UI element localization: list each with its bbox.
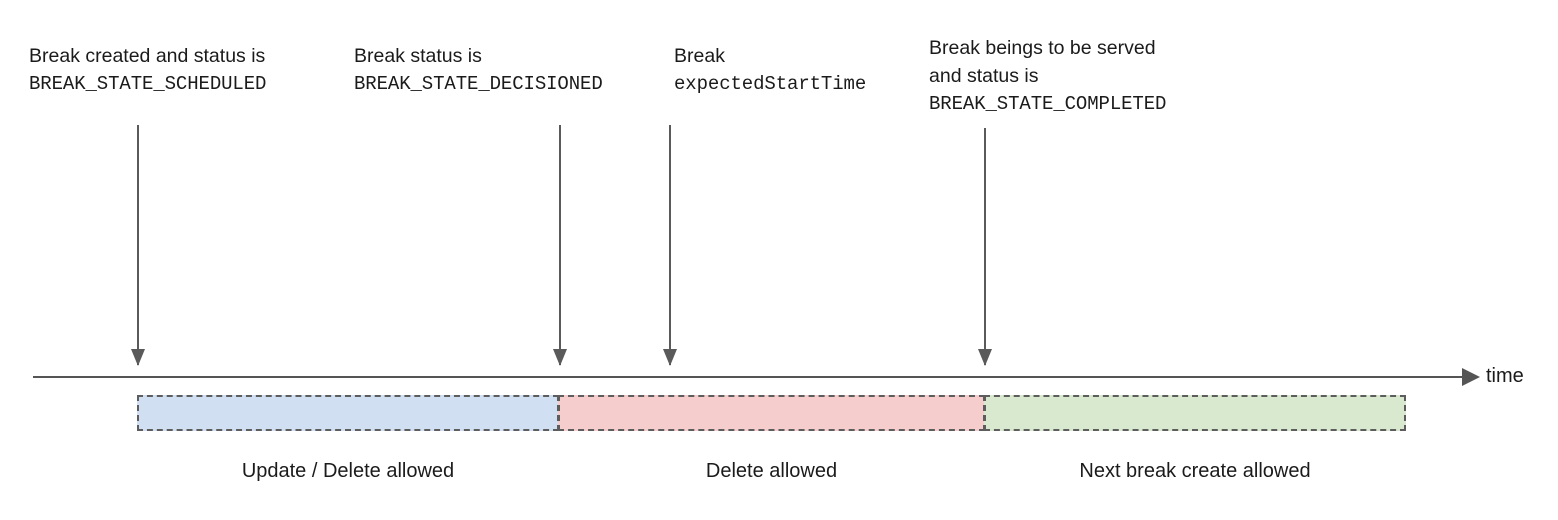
event-label-line-code: expectedStartTime: [674, 73, 867, 95]
event-label-line: and status is: [929, 65, 1039, 87]
phase-bar-delete: [558, 395, 985, 431]
time-axis-label: time: [1486, 365, 1524, 387]
arrow-head: [553, 349, 567, 366]
arrow-down-icon-decisioned: [553, 125, 567, 366]
arrow-right-icon: [1462, 368, 1480, 386]
arrow-shaft: [984, 128, 986, 365]
phase-bar-next-break-create: [984, 395, 1406, 431]
event-label-decisioned: Break status is BREAK_STATE_DECISIONED: [354, 42, 603, 98]
phase-bar-update-delete: [137, 395, 559, 431]
arrow-shaft: [137, 125, 139, 365]
event-label-line-code: BREAK_STATE_SCHEDULED: [29, 73, 267, 95]
phase-caption-delete: Delete allowed: [705, 460, 838, 482]
event-label-expected-start-time: Break expectedStartTime: [674, 42, 866, 98]
event-label-scheduled: Break created and status is BREAK_STATE_…: [29, 42, 266, 98]
phase-caption-update-delete: Update / Delete allowed: [241, 460, 455, 482]
arrow-shaft: [559, 125, 561, 365]
event-label-line: Break status is: [354, 45, 482, 67]
arrow-head: [978, 349, 992, 366]
arrow-head: [663, 349, 677, 366]
phase-caption-next-break-create: Next break create allowed: [1079, 460, 1311, 482]
event-label-line-code: BREAK_STATE_DECISIONED: [354, 73, 603, 95]
arrow-down-icon-expected-start-time: [663, 125, 677, 366]
arrow-down-icon-scheduled: [131, 125, 145, 366]
time-axis-line: [33, 376, 1468, 378]
event-label-line-code: BREAK_STATE_COMPLETED: [929, 93, 1167, 115]
event-label-line: Break beings to be served: [929, 37, 1156, 59]
event-label-line: Break created and status is: [29, 45, 266, 67]
event-label-completed: Break beings to be served and status is …: [929, 34, 1166, 118]
arrow-shaft: [669, 125, 671, 365]
event-label-line: Break: [674, 45, 725, 67]
arrow-head: [131, 349, 145, 366]
arrow-down-icon-completed: [978, 128, 992, 366]
